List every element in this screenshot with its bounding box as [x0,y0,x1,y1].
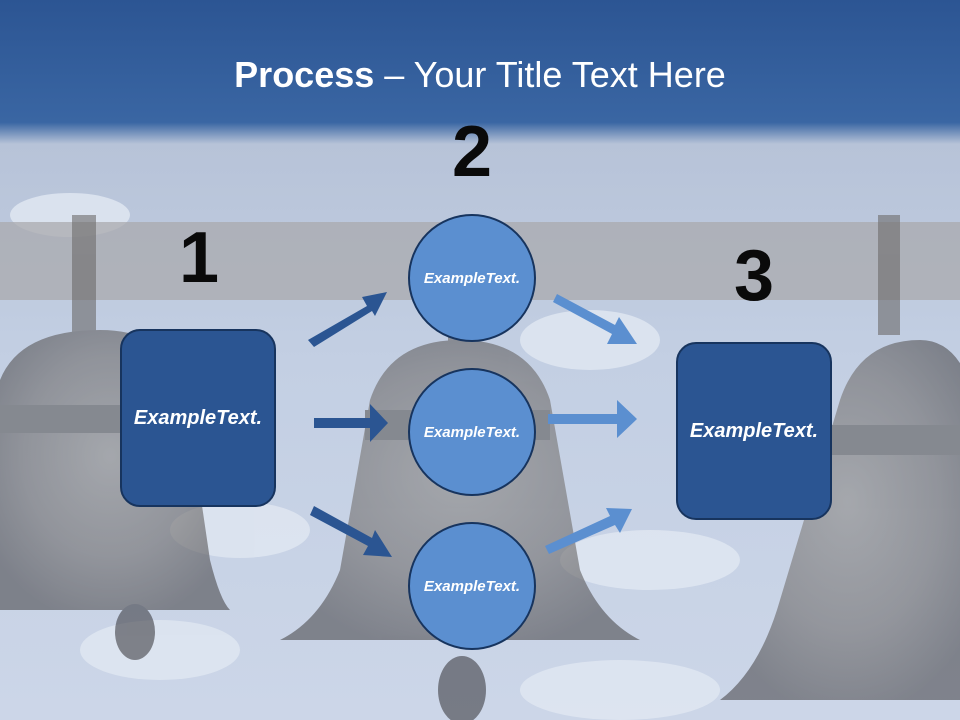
slide-title: Process – Your Title Text Here [0,50,960,100]
step-number-3: 3 [733,236,775,316]
step-number-1: 1 [178,218,220,298]
title-bold: Process [234,54,375,95]
step-number-2: 2 [451,112,493,192]
title-rest: – Your Title Text Here [374,54,726,95]
